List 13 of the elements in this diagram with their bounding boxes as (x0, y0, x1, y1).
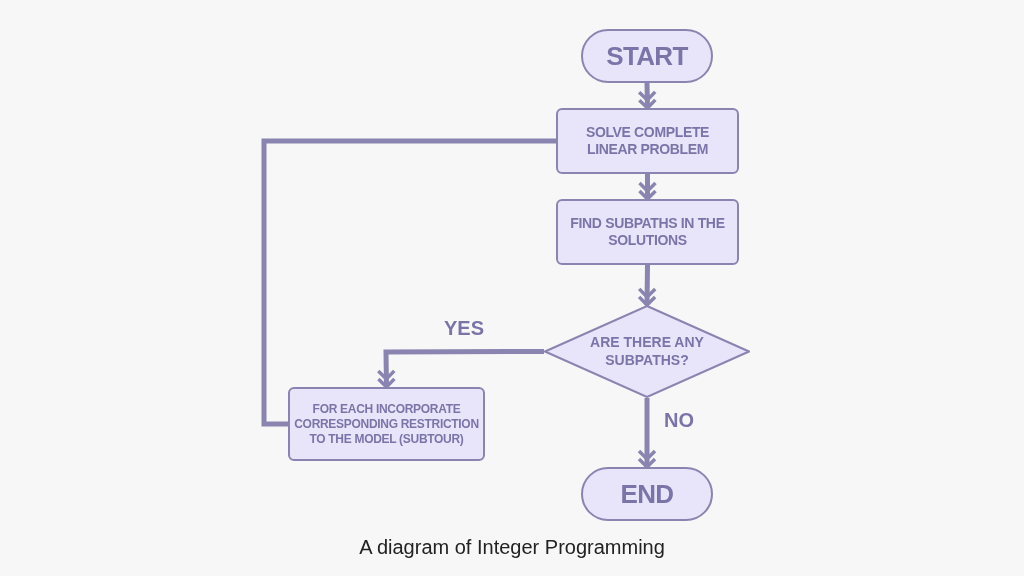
decision-diamond (544, 305, 750, 398)
caption: A diagram of Integer Programming (359, 535, 665, 560)
terminal-pill (581, 467, 713, 521)
process-box (556, 199, 739, 265)
node-label: SOLVE COMPLETE LINEAR PROBLEM (584, 123, 711, 159)
node-label: END (619, 477, 675, 511)
process-box (288, 387, 485, 461)
node-label: FIND SUBPATHS IN THE SOLUTIONS (569, 214, 726, 250)
node-label: FOR EACH INCORPORATE CORRESPONDING RESTRICTION TO THE MODEL (SUBTOUR) (293, 401, 480, 447)
node-label: ARE THERE ANY SUBPATHS? (589, 334, 705, 369)
terminal-pill (581, 29, 713, 83)
process-box (556, 108, 739, 174)
node-label: START (605, 39, 689, 73)
